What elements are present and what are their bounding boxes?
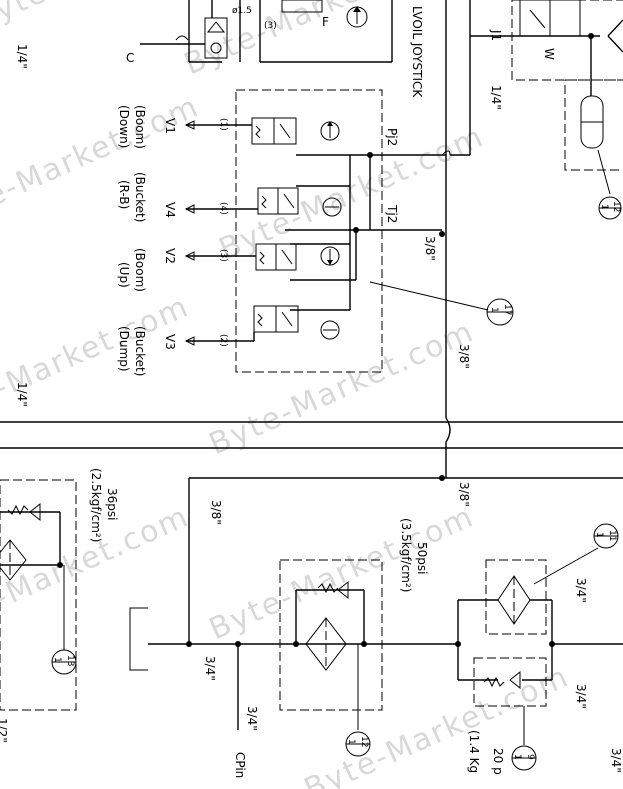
port-f-label: F <box>322 15 329 29</box>
port-c-label: C <box>126 51 134 65</box>
lvoil-joystick: LVOIL JOYSTICK Pj2 Tj2 <box>117 6 446 376</box>
pilot-valve-2 <box>230 187 342 217</box>
callout-bottom: 1 <box>489 307 499 313</box>
port-3-label: (3) <box>264 21 277 31</box>
port-num: (4) <box>218 202 228 215</box>
watermark: Byte-Market.com <box>0 289 195 437</box>
pipe-size-label: 1/4" <box>489 85 503 110</box>
callout-bottom: 1 <box>594 532 604 538</box>
pipe-size-label: 3/4" <box>245 706 259 731</box>
solenoid-valve: W J1 <box>470 0 623 81</box>
pipe-size-label: 3/8" <box>457 482 471 507</box>
pipe-size-label: 3/4" <box>574 684 588 709</box>
pipe-size-label: 3/4" <box>203 656 217 681</box>
pipe-size-label: 1/4" <box>15 382 29 407</box>
top-left-valve: ø1.5 (3) C F <box>126 0 393 65</box>
pipe-size-label: 3/8" <box>423 236 437 261</box>
tj2-label: Tj2 <box>385 204 399 223</box>
pipe-size-label: 1/2" <box>0 718 9 743</box>
port-function: (Boom) <box>133 248 147 292</box>
port-num: (3) <box>218 249 228 262</box>
pipe-size-label: 3/4" <box>574 578 588 603</box>
watermark: Byte-Market.com <box>214 119 490 267</box>
pipe-size-label: 3/4" <box>609 748 623 773</box>
pipe-size-label: 3/8" <box>209 500 223 525</box>
port-function: (Boom) <box>133 105 147 149</box>
port-function: (Bucket) <box>133 172 147 222</box>
callout-top: 13 <box>65 655 75 666</box>
callout-top: 17 <box>502 304 512 315</box>
joystick-housing <box>235 89 383 373</box>
callout-bottom: 1 <box>512 754 522 760</box>
relief-pressure-kgf: (3.5kgf/cm²) <box>399 518 413 592</box>
pipe-size-label: 3/8" <box>457 344 471 369</box>
pilot-valve-1 <box>230 117 340 145</box>
pj2-label: Pj2 <box>385 128 399 146</box>
callout-top: 9 <box>525 754 535 760</box>
callout-17: 1 17 <box>369 281 514 326</box>
relief-pressure-kgf: (2.5kgf/cm²) <box>89 468 103 542</box>
relief-pressure-psi: 36psi <box>105 488 119 520</box>
port-v: V2 <box>163 248 177 264</box>
port-j1-label: J1 <box>489 29 503 41</box>
port-v: V3 <box>163 334 177 350</box>
port-direction: (Down) <box>117 105 131 148</box>
relief-pressure-psi: 50psi <box>415 542 429 574</box>
pilot-valve-3 <box>230 243 340 271</box>
pipe-size-label: 1/4" <box>15 44 29 69</box>
port-num: (2) <box>218 334 228 347</box>
callout-bottom: 1 <box>52 657 62 663</box>
relief-pressure-kgf: (1.4 Kg <box>467 730 481 773</box>
relief-pressure-psi: 20 p <box>491 748 505 775</box>
port-function: (Bucket) <box>133 326 147 376</box>
outlet-arrows <box>184 120 230 346</box>
port-direction: (R-B) <box>117 180 131 209</box>
pilot-supply-line: 1/4" 3/8" 3/8" 3/8" <box>423 0 503 507</box>
callout-top: 11 <box>607 530 617 541</box>
callout-bottom: 1 <box>346 739 356 745</box>
port-v: V1 <box>163 118 177 134</box>
callout-top: 12 <box>359 736 369 747</box>
port-num: (1) <box>218 118 228 131</box>
port-v: V4 <box>163 202 177 218</box>
filter-50psi: 1 12 50psi (3.5kgf/cm²) <box>279 518 429 757</box>
watermark: Byte-Market.com <box>299 659 575 789</box>
solenoid-w-label: W <box>542 48 556 60</box>
mid-lines: 1/4" <box>0 382 623 479</box>
callout-top: 12 <box>611 201 621 212</box>
watermark: Byte-Market.com <box>204 499 480 647</box>
callout-bottom: 1 <box>599 204 609 210</box>
outlet-label: CPin <box>233 752 247 778</box>
port-labels: (1) V1 (Boom) (Down) (4) V4 (Bucket) (R-… <box>117 105 228 376</box>
pilot-valve-4 <box>230 305 340 342</box>
watermark: Byte-Market.com <box>204 314 480 462</box>
joystick-title: LVOIL JOYSTICK <box>410 6 424 98</box>
return-line-center: 3/8" 3/4" 3/4" CPin <box>129 478 458 778</box>
filter-36psi: 1 13 36psi (2.5kgf/cm²) 1/2" <box>0 468 119 743</box>
filter-group-right: 1 9 1 11 3/4" 3/4" 3/4" 20 p (1.4 Kg <box>455 523 623 775</box>
port-direction: (Up) <box>117 262 131 288</box>
accumulator: 1 12 <box>564 79 623 220</box>
port-direction: (Dump) <box>117 326 131 372</box>
orifice-label: ø1.5 <box>232 6 252 16</box>
